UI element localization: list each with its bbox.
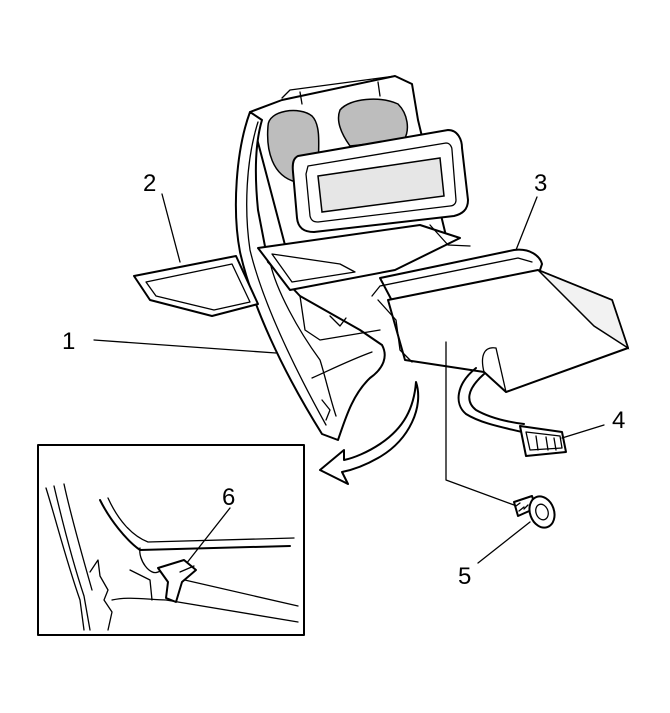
callout-5: 5 xyxy=(458,563,471,590)
callout-labels: 1 2 3 4 5 6 xyxy=(62,170,625,590)
console-panel xyxy=(234,75,471,441)
storage-pad xyxy=(133,255,259,317)
callout-2: 2 xyxy=(143,170,156,197)
detail-inset xyxy=(37,444,305,636)
callout-leaders xyxy=(93,193,605,565)
callout-6: 6 xyxy=(222,484,235,511)
storage-compartment xyxy=(371,248,630,393)
callout-3: 3 xyxy=(534,170,547,197)
callout-1: 1 xyxy=(62,328,75,355)
callout-4: 4 xyxy=(612,407,625,434)
removal-arrow xyxy=(319,381,420,485)
fastener-screw xyxy=(513,495,556,529)
fastener-leader-line xyxy=(445,341,515,506)
wire-harness-connector xyxy=(457,367,567,457)
